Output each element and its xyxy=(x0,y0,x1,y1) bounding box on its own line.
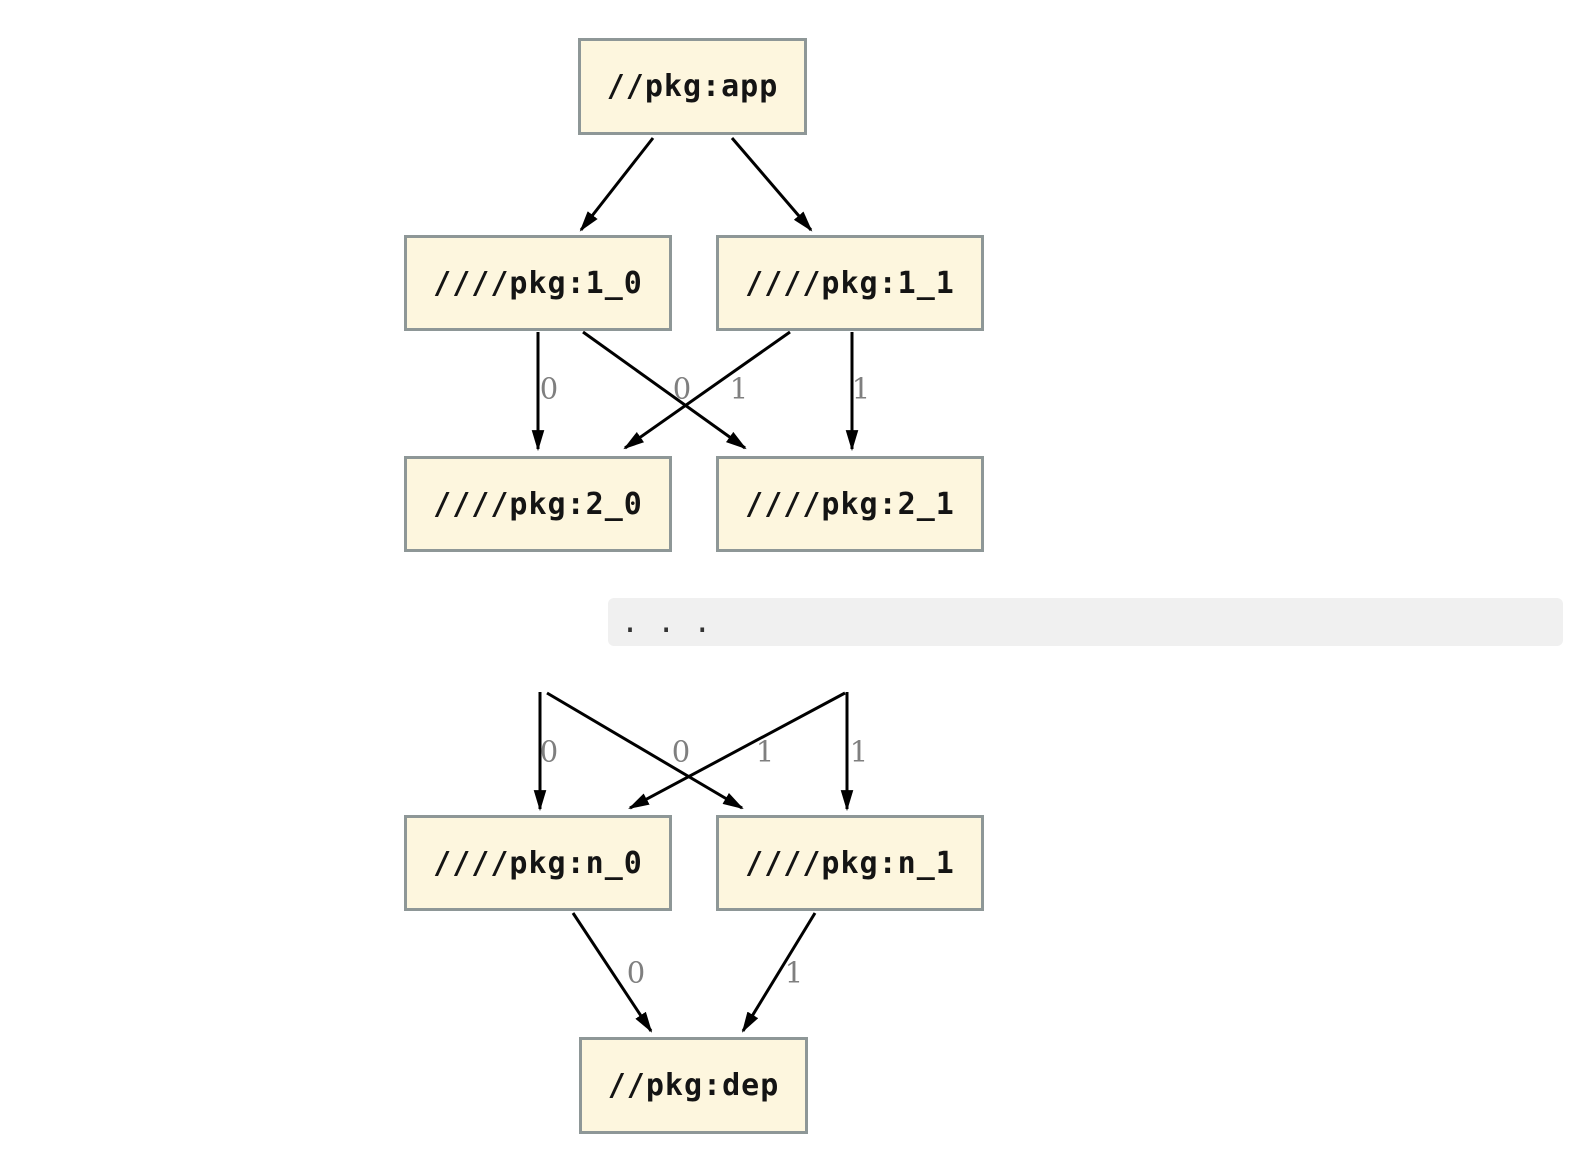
edge-label-1_0-2_1: 1 xyxy=(729,371,749,406)
edge-hidden-right-n_0 xyxy=(628,691,846,810)
node-pkg-app: //pkg:app xyxy=(578,38,807,135)
edge-label-1_0-2_0: 0 xyxy=(539,371,559,406)
edge-label-n_1-dep: 1 xyxy=(784,955,804,990)
edge-1_1-2_0 xyxy=(623,330,791,450)
node-pkg-1_0: ////pkg:1_0 xyxy=(404,235,672,331)
node-pkg-2_1: ////pkg:2_1 xyxy=(716,456,984,552)
ellipsis-code-block: . . . xyxy=(608,598,1563,646)
edge-label-hidden-n_1-right: 1 xyxy=(849,734,869,769)
edge-label-1_1-2_1: 1 xyxy=(851,371,871,406)
edge-label-1_1-2_0: 0 xyxy=(672,371,692,406)
edge-label-n_0-dep: 0 xyxy=(626,955,646,990)
node-pkg-n_1: ////pkg:n_1 xyxy=(716,815,984,911)
ellipsis-text: . . . xyxy=(621,604,712,640)
edge-app-1_0 xyxy=(579,137,655,232)
edge-n_1-dep xyxy=(741,912,817,1033)
node-pkg-n_0: ////pkg:n_0 xyxy=(404,815,672,911)
edge-app-1_1 xyxy=(730,137,813,232)
edge-label-hidden-n_0-left: 0 xyxy=(539,734,559,769)
node-pkg-1_1: ////pkg:1_1 xyxy=(716,235,984,331)
edge-label-hidden-n_0-mid: 0 xyxy=(671,734,691,769)
edge-hidden-left-n_1 xyxy=(546,691,744,810)
node-pkg-2_0: ////pkg:2_0 xyxy=(404,456,672,552)
edge-label-hidden-n_1-mid: 1 xyxy=(755,734,775,769)
node-pkg-dep: //pkg:dep xyxy=(579,1037,808,1134)
edge-1_0-2_1 xyxy=(582,330,747,450)
